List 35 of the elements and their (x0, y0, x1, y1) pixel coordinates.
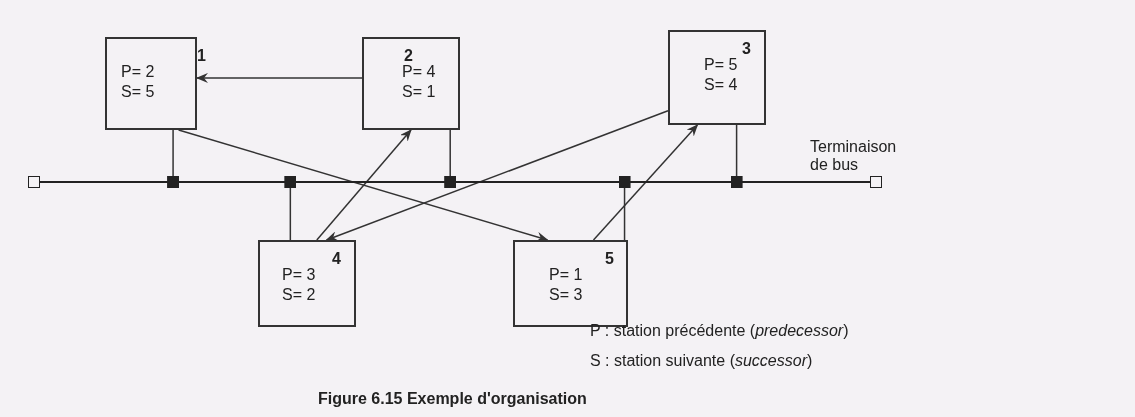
station-number: 5 (605, 250, 614, 268)
successor-value: S= 4 (704, 76, 738, 94)
bus-tap-line (444, 129, 457, 188)
figure-caption: Figure 6.15 Exemple d'organisation (318, 390, 587, 408)
station-number: 4 (332, 250, 341, 268)
predecessor-value: P= 1 (549, 266, 583, 284)
token-arrow (592, 124, 699, 241)
bus-terminator (870, 176, 882, 188)
station-number: 3 (742, 40, 751, 58)
legend-note: P : station précédente (predecessor) (590, 322, 849, 340)
bus-tap-line (618, 176, 631, 241)
predecessor-value: P= 5 (704, 56, 738, 74)
token-arrow (325, 110, 669, 241)
token-arrow (316, 129, 412, 241)
successor-value: S= 2 (282, 286, 316, 304)
legend-note: S : station suivante (successor) (590, 352, 813, 370)
bus-line (40, 181, 870, 183)
station-number: 1 (197, 47, 206, 65)
bus-tap-line (167, 129, 180, 188)
token-arrow (196, 72, 363, 83)
successor-value: S= 3 (549, 286, 583, 304)
predecessor-value: P= 3 (282, 266, 316, 284)
token-arrow (177, 129, 549, 242)
predecessor-value: P= 2 (121, 63, 155, 81)
predecessor-value: P= 4 (402, 63, 436, 81)
bus-terminator (28, 176, 40, 188)
terminator-label: Terminaison de bus (810, 138, 898, 174)
station-number: 2 (404, 47, 413, 65)
successor-value: S= 5 (121, 83, 155, 101)
station-box (668, 30, 766, 125)
station-box (362, 37, 460, 130)
successor-value: S= 1 (402, 83, 436, 101)
bus-tap-line (730, 124, 743, 188)
station-box (258, 240, 356, 327)
bus-tap-line (284, 176, 297, 241)
